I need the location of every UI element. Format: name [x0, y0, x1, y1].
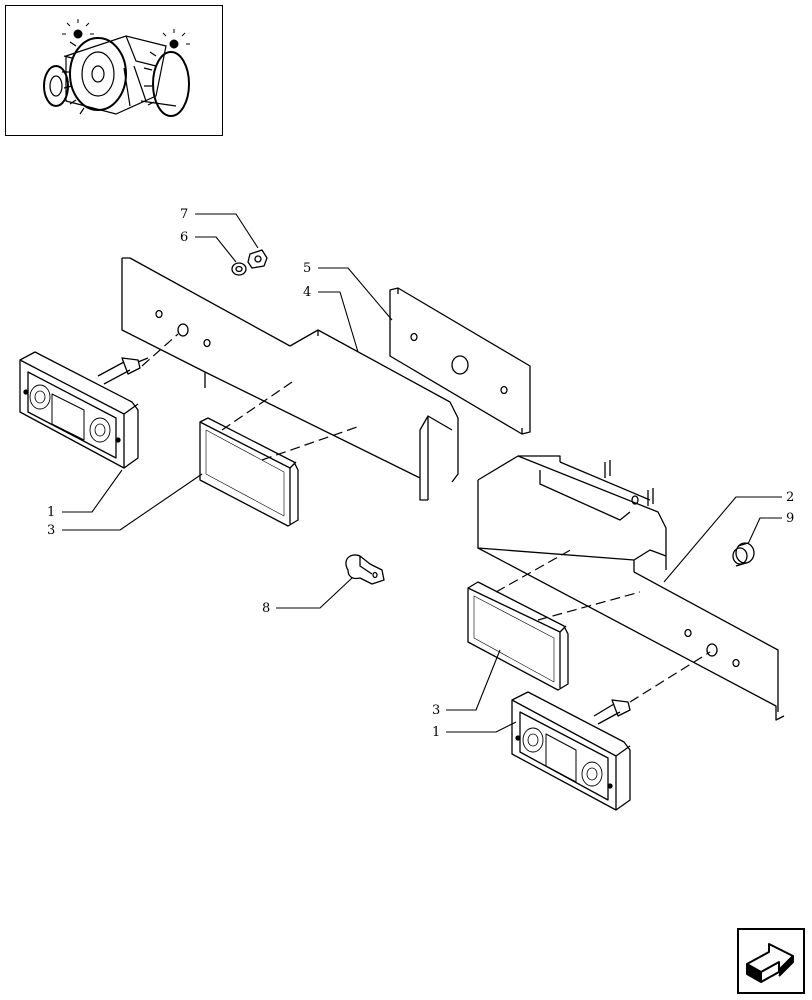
clamp-part: [345, 554, 385, 585]
callout-5: 5: [303, 261, 311, 276]
next-page-button[interactable]: [737, 928, 805, 994]
callout-6: 6: [180, 230, 188, 245]
callout-3-right: 3: [432, 703, 440, 718]
callout-1-right: 1: [432, 725, 440, 740]
plate-part: [389, 287, 531, 435]
right-lamp-part: [511, 691, 631, 811]
callout-7: 7: [180, 207, 188, 222]
right-bracket-part: [477, 455, 785, 721]
callout-9: 9: [786, 511, 794, 526]
next-page-arrow-icon: [746, 943, 794, 983]
callout-2: 2: [786, 490, 794, 505]
washer-part: [231, 262, 247, 276]
nut-part: [247, 249, 268, 269]
callout-1-left: 1: [47, 505, 55, 520]
tractor-thumbnail-icon: [43, 19, 190, 117]
right-reflector-part: [467, 581, 569, 691]
callout-3-left: 3: [47, 523, 55, 538]
left-reflector-part: [199, 417, 299, 527]
callout-4: 4: [303, 285, 311, 300]
left-lamp-part: [19, 351, 149, 469]
left-bracket-part: [121, 257, 459, 501]
bushing-part: [732, 542, 755, 567]
tractor-thumbnail: [5, 5, 223, 136]
callout-8: 8: [262, 601, 270, 616]
